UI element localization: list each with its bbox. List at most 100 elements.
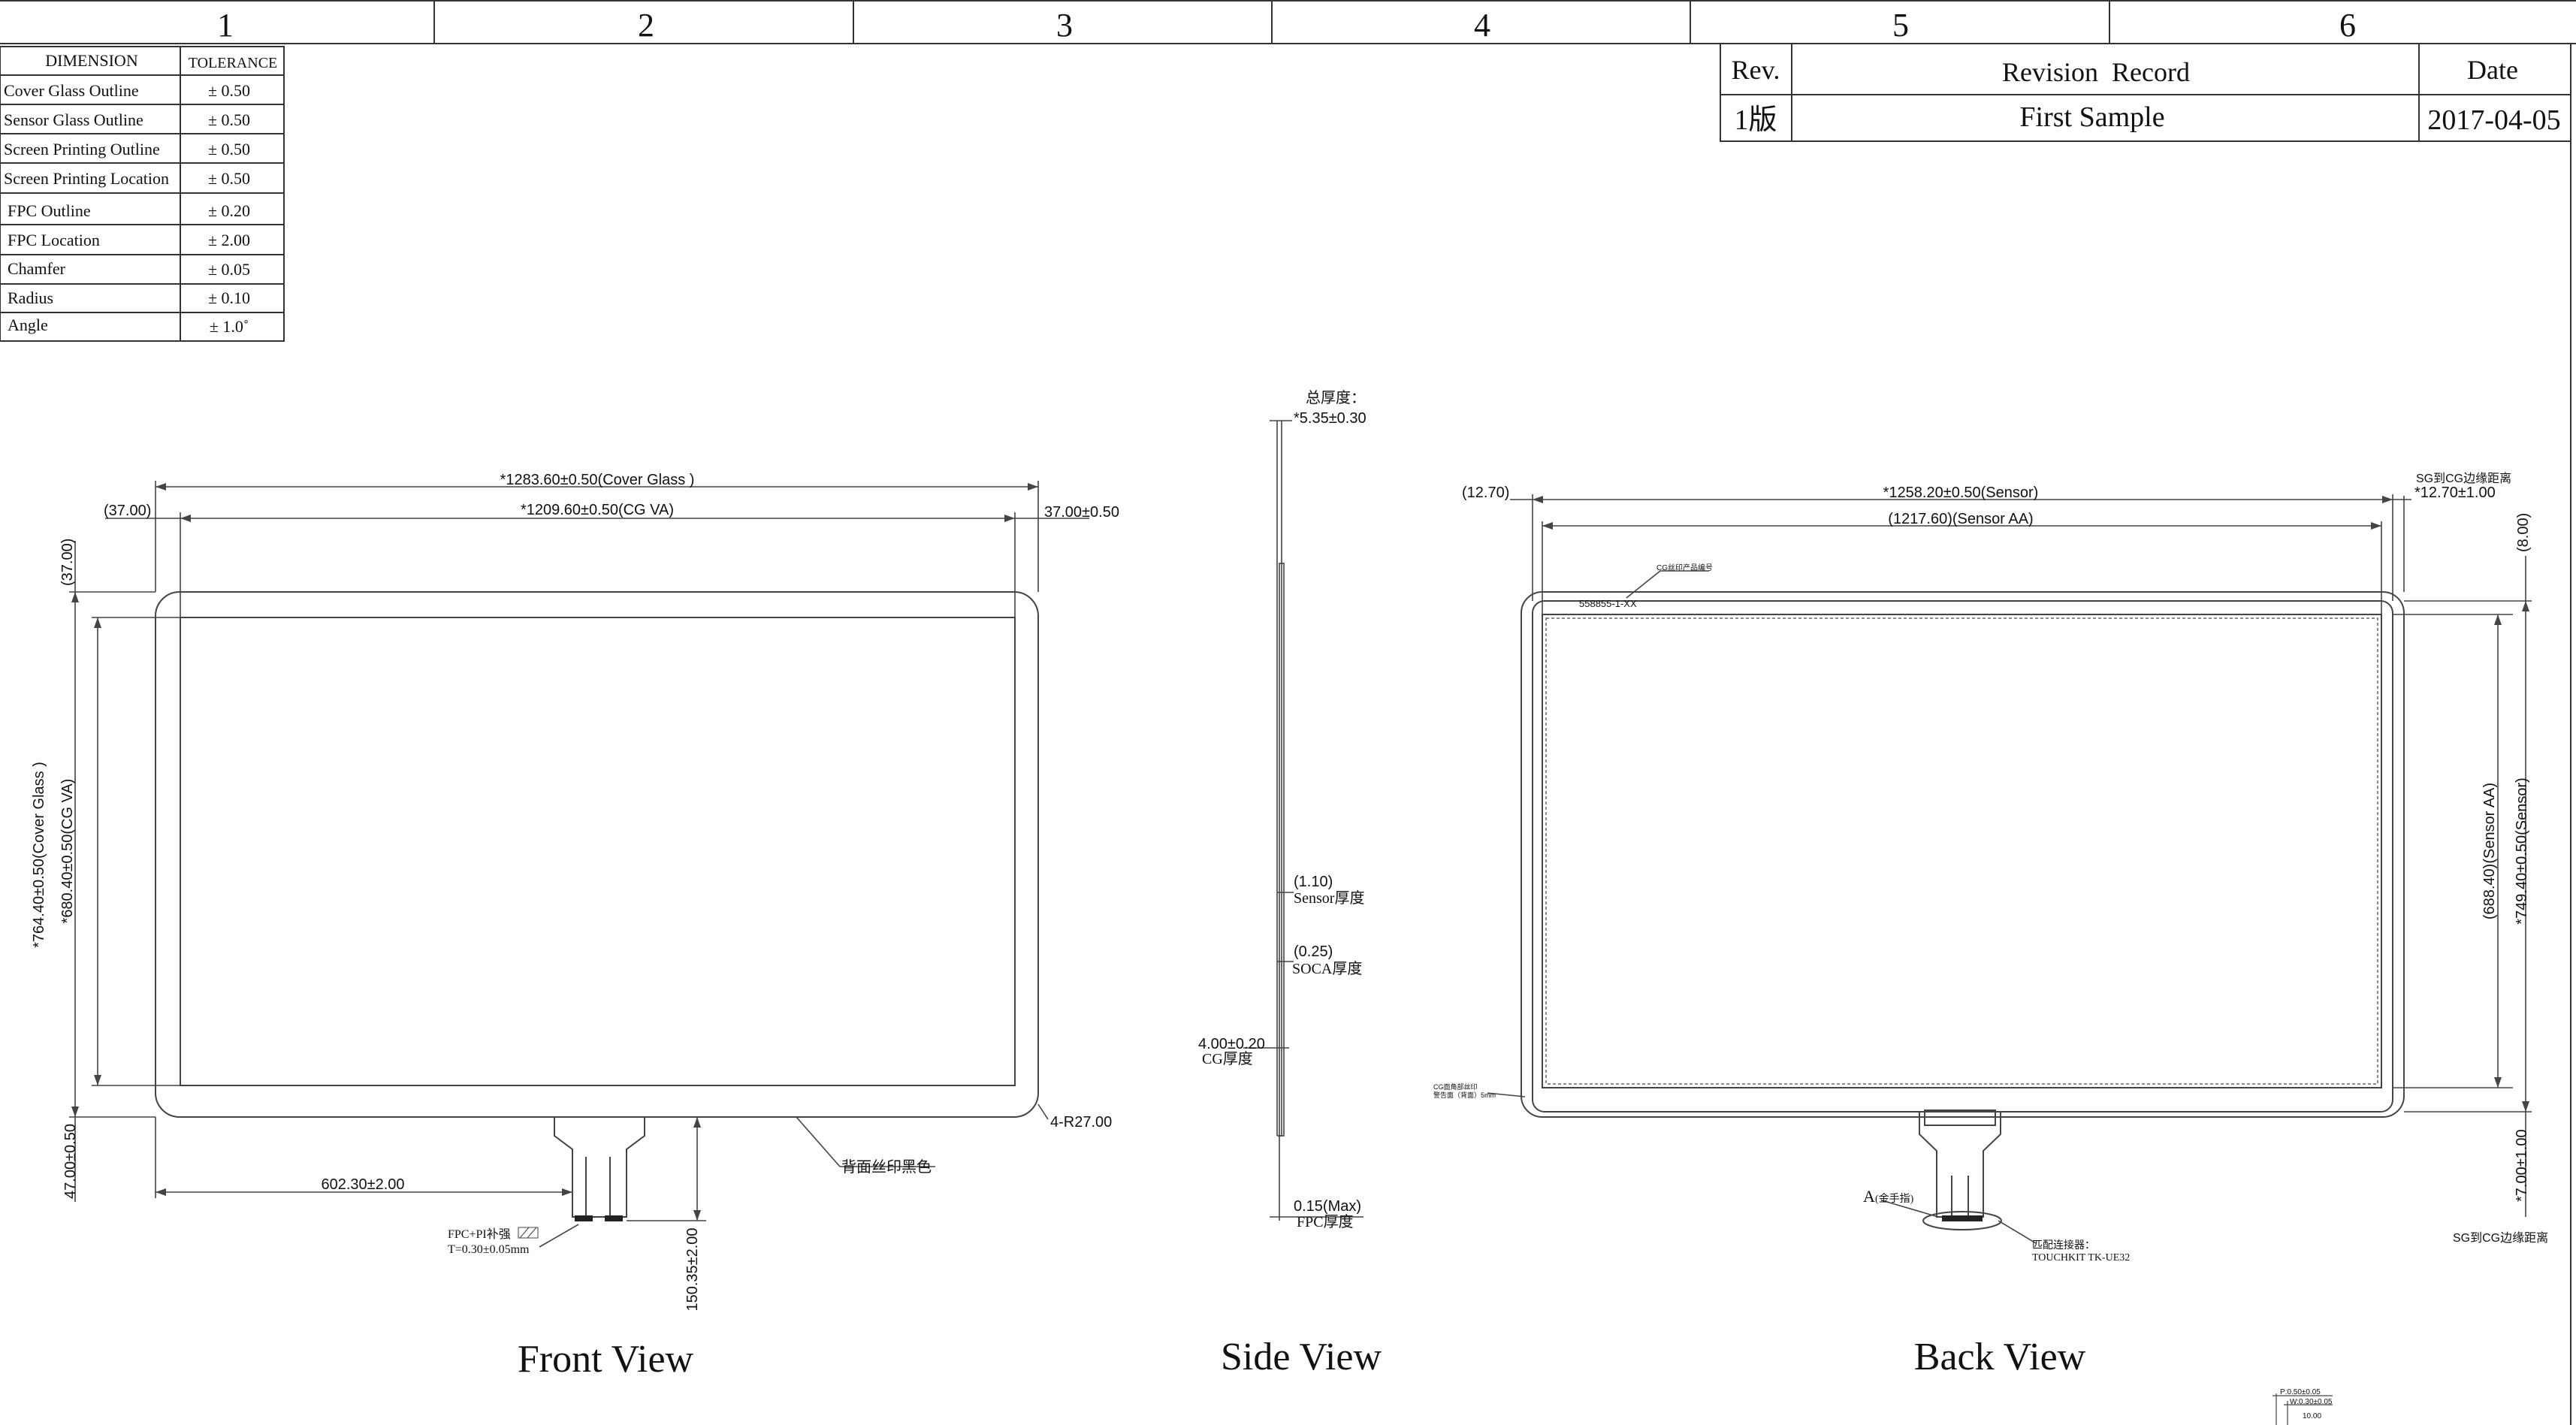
side-view: 总厚度： *5.35±0.30 (1.10) (0.25) 4.00±0.20 … — [1198, 389, 1382, 1378]
dim-cg-va-height: *680.40±0.50(CG VA) — [59, 779, 76, 924]
dim-back-left-offset: (12.70) — [1462, 485, 1509, 501]
print-note: 背面丝印黑色 — [841, 1158, 932, 1176]
a-note: (金手指) — [1875, 1193, 1914, 1205]
back-fpc-tail — [1919, 1112, 2001, 1218]
dim-cover-glass-height: *764.40±0.50(Cover Glass ) — [31, 762, 47, 948]
detail-note-pitch: P:0.50±0.05 — [2280, 1388, 2321, 1396]
fpc-thickness-value: 0.15(Max) — [1294, 1198, 1361, 1215]
fpc-pi-hatch — [518, 1227, 539, 1239]
tolerance-header-tolerance: TOLERANCE — [189, 55, 278, 71]
sensor-thickness-value: (1.10) — [1294, 874, 1333, 890]
tolerance-row-value: ± 0.50 — [208, 110, 250, 129]
a-label: A — [1863, 1187, 1875, 1206]
tolerance-row-label: FPC Location — [8, 231, 100, 249]
tolerance-row-value: ± 1.0˚ — [210, 317, 249, 336]
dim-top-margin: (37.00) — [59, 539, 76, 586]
dim-cover-glass-width: *1283.60±0.50(Cover Glass ) — [500, 472, 695, 488]
back-view-title: Back View — [1914, 1336, 2086, 1378]
dim-back-top-offset: (8.00) — [2515, 513, 2532, 552]
fpc-tail — [554, 1117, 645, 1218]
fpc-thickness-label: FPC厚度 — [1297, 1213, 1354, 1230]
tolerance-row-value: ± 0.50 — [208, 169, 250, 188]
dim-right-margin: 37.00±0.50 — [1044, 504, 1119, 521]
tolerance-row-label: Cover Glass Outline — [4, 81, 139, 100]
sensor-aa-inner — [1545, 617, 2378, 1085]
gold-finger-circle — [1922, 1211, 2002, 1230]
zone-label-4: 4 — [1474, 7, 1490, 44]
detail-note-length: 10.00 — [2303, 1412, 2321, 1420]
dim-back-right-note: SG到CG边缘距离 — [2416, 472, 2511, 485]
tolerance-row-value: ± 0.50 — [208, 140, 250, 159]
revision-header-rev: Rev. — [1732, 55, 1780, 85]
cg-va-outline — [180, 617, 1016, 1086]
revision-table: Rev. Revision Record Date 1版 First Sampl… — [1720, 43, 2571, 142]
zone-label-2: 2 — [638, 7, 654, 44]
label-note: CG丝印产品编号 — [1656, 563, 1713, 572]
dim-sensor-width: *1258.20±0.50(Sensor) — [1883, 485, 2039, 501]
label-code: 558855-1-XX — [1579, 598, 1637, 609]
tolerance-row-label: Radius — [8, 288, 53, 307]
zone-label-6: 6 — [2339, 7, 2356, 44]
dim-bottom-margin: 47.00±0.50 — [62, 1124, 79, 1199]
back-view: *1258.20±0.50(Sensor) (1217.60)(Sensor A… — [1433, 472, 2548, 1378]
dim-fpc-offset: 602.30±2.00 — [321, 1176, 404, 1193]
connector-note-2: TOUCHKIT TK-UE32 — [2032, 1252, 2130, 1263]
tolerance-row-value: ± 0.05 — [208, 260, 250, 279]
revision-row-rev: 1版 — [1734, 104, 1777, 136]
fpc-contact-pad — [575, 1215, 593, 1221]
cg-thickness-value: 4.00±0.20 — [1198, 1036, 1265, 1052]
tolerance-row-label: Sensor Glass Outline — [4, 110, 143, 129]
detail-note-width: W:0.30±0.05 — [2290, 1398, 2333, 1406]
soca-thickness-label: SOCA厚度 — [1292, 960, 1362, 977]
dim-fpc-length: 150.35±2.00 — [684, 1227, 701, 1311]
cg-thickness-label: CG厚度 — [1202, 1050, 1253, 1067]
revision-row-date: 2017-04-05 — [2427, 104, 2560, 136]
total-thickness-label: 总厚度： — [1306, 389, 1366, 406]
dim-cg-va-width: *1209.60±0.50(CG VA) — [521, 502, 674, 518]
revision-header-record: Revision Record — [2002, 57, 2190, 87]
total-thickness-value: *5.35±0.30 — [1294, 410, 1367, 427]
back-left-note-2: 警告面（背面）5mm — [1433, 1091, 1496, 1099]
zone-label-1: 1 — [217, 7, 234, 44]
sensor-thickness-label: Sensor厚度 — [1294, 889, 1364, 907]
tolerance-row-label: Angle — [8, 315, 48, 334]
fpc-contact-pad — [605, 1215, 623, 1221]
side-view-title: Side View — [1221, 1336, 1382, 1378]
dim-back-bottom-note: SG到CG边缘距离 — [2453, 1231, 2548, 1245]
tolerance-header-dimension: DIMENSION — [45, 51, 138, 70]
tolerance-row-value: ± 0.10 — [208, 288, 250, 307]
tolerance-table: DIMENSION TOLERANCE Cover Glass Outline … — [0, 46, 285, 342]
revision-header-date: Date — [2467, 55, 2518, 85]
front-view-title: Front View — [518, 1338, 694, 1381]
tolerance-row-value: ± 0.20 — [208, 201, 250, 220]
soca-thickness-value: (0.25) — [1294, 943, 1333, 960]
dim-left-margin: (37.00) — [104, 503, 151, 519]
dim-sensor-height: *749.40±0.50(Sensor) — [2514, 777, 2530, 925]
dim-back-right-value: *12.70±1.00 — [2414, 485, 2496, 501]
tolerance-row-label: Screen Printing Outline — [4, 140, 160, 159]
gold-finger-pads — [1942, 1215, 1983, 1221]
back-cover-glass-outline — [1521, 591, 2405, 1118]
front-view: *1283.60±0.50(Cover Glass ) *1209.60±0.5… — [31, 472, 1119, 1381]
sensor-outline — [1532, 600, 2393, 1113]
dim-sensor-aa-height: (688.40)(Sensor AA) — [2481, 783, 2498, 919]
connector-note-1: 匹配连接器： — [2032, 1239, 2095, 1251]
zone-label-5: 5 — [1892, 7, 1909, 44]
fpc-note-2: T=0.30±0.05mm — [448, 1243, 530, 1256]
dim-sensor-aa-width: (1217.60)(Sensor AA) — [1888, 511, 2033, 527]
tolerance-row-value: ± 2.00 — [208, 231, 250, 249]
back-left-note-1: CG面角部丝印 — [1433, 1082, 1478, 1091]
fpc-note-1: FPC+PI补强 — [448, 1227, 511, 1241]
tolerance-row-label: FPC Outline — [8, 201, 91, 220]
cover-glass-outline — [155, 591, 1039, 1118]
radius-note: 4-R27.00 — [1050, 1114, 1112, 1131]
tolerance-row-label: Chamfer — [8, 259, 66, 278]
revision-row-record: First Sample — [2019, 101, 2164, 133]
tolerance-row-value: ± 0.50 — [208, 81, 250, 100]
dim-back-bottom-offset: *7.00±1.00 — [2514, 1129, 2530, 1202]
detail-notes: P:0.50±0.05 W:0.30±0.05 10.00 — [2272, 1388, 2333, 1425]
sensor-aa-outline — [1542, 614, 2382, 1088]
zone-label-3: 3 — [1056, 7, 1073, 44]
